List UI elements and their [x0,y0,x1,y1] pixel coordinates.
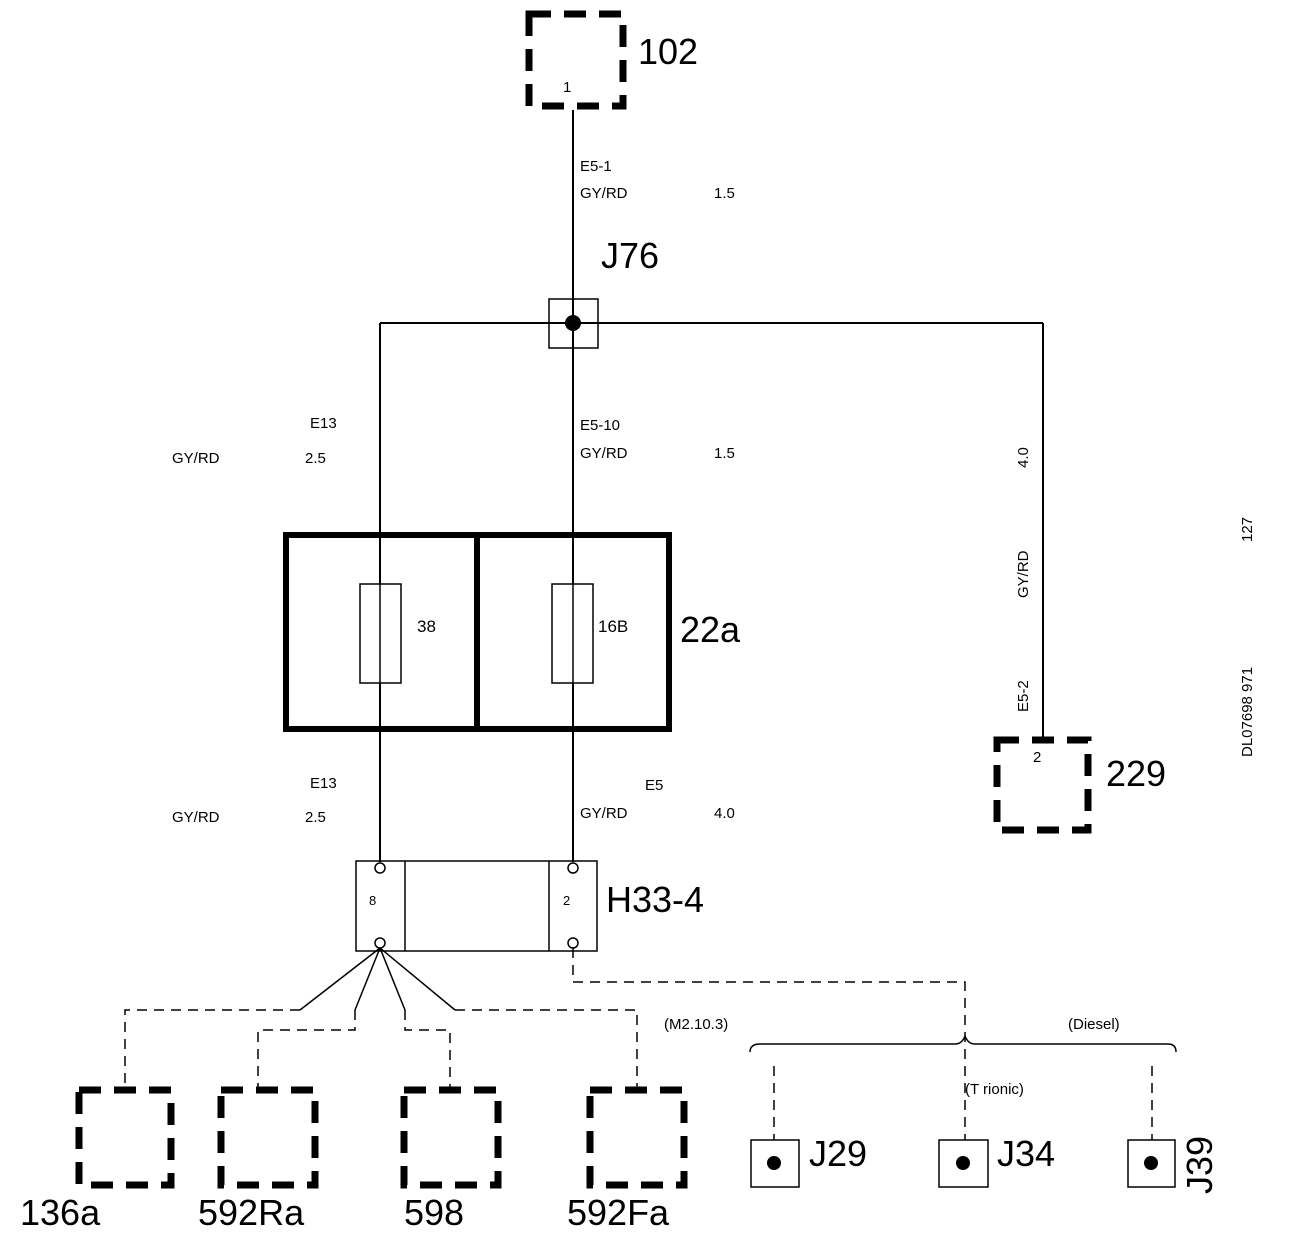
wire-fuse38-h33-color: GY/RD [172,809,220,826]
h33-pin8-bottom-terminal [374,937,386,949]
splice-j29-box [750,1139,800,1188]
connector-102-label: 102 [638,31,698,72]
connector-229-pin: 2 [1033,749,1041,766]
h33-pin2-bottom-terminal [567,937,579,949]
connector-136a: 136a [20,1086,175,1233]
fuse-38-label: 38 [417,617,436,636]
wire-fuse16b-h33-code: E5 [645,777,663,794]
splice-j34-node [956,1156,970,1170]
variant-m2103-label: (M2.10.3) [664,1016,728,1033]
splice-j76-label: J76 [601,235,659,276]
branch-to-592ra [257,1010,356,1090]
wire-j76-fuse38-size: 2.5 [305,450,326,467]
sheet-drawing-ref: DL07698 971 [1239,667,1256,757]
connector-592ra: 592Ra [198,1086,319,1233]
connector-h33-4-label: H33-4 [606,879,704,920]
wire-j76-fuse16b-color: GY/RD [580,445,628,462]
connector-136a-label: 136a [20,1192,101,1233]
h33-pin2-top-terminal [567,862,579,874]
connector-592fa-housing [586,1086,688,1189]
connector-592ra-label: 592Ra [198,1192,305,1233]
sheet-page-number: 127 [1239,517,1256,542]
splice-j76: J76 [548,235,659,349]
wire-j76-fuse38-code: E13 [310,415,337,432]
splice-j29-node [767,1156,781,1170]
splice-j39: J39 [1127,1136,1220,1194]
fusebox-22a-label: 22a [680,609,741,650]
splice-j39-node [1144,1156,1158,1170]
connector-102: 1 102 [525,10,698,110]
wire-fuse38-h33-size: 2.5 [305,809,326,826]
wire-fuse38-h33-code: E13 [310,775,337,792]
variant-diesel-label: (Diesel) [1068,1016,1120,1033]
connector-598-housing [400,1086,502,1189]
wire-102-j76-color: GY/RD [580,185,628,202]
connector-598-label: 598 [404,1192,464,1233]
splice-j34-box [938,1139,989,1188]
fanout-h33-pin8 [124,947,638,1090]
connector-h33-4-housing [355,860,598,952]
connector-h33-4: 8 2 H33-4 [355,860,704,952]
wire-102-j76-size: 1.5 [714,185,735,202]
fusebox-22a: 38 16B 22a [283,532,741,732]
branch-to-592fa [455,1009,638,1090]
connector-102-pin: 1 [563,79,571,96]
connector-229-housing [993,736,1092,834]
connector-229: 2 229 [993,736,1166,834]
h33-pin-2: 2 [563,893,570,908]
connector-592fa: 592Fa [567,1086,688,1233]
connector-598: 598 [400,1086,502,1233]
splice-j29-label: J29 [809,1133,867,1174]
h33-pin8-top-terminal [374,862,386,874]
wire-fuse16b-h33-size: 4.0 [714,805,735,822]
connector-592ra-housing [217,1086,319,1189]
splice-j34: J34 [938,1133,1055,1188]
wire-fuse16b-h33-color: GY/RD [580,805,628,822]
h33-pin-8: 8 [369,893,376,908]
splice-j29: J29 [750,1133,867,1188]
wire-j76-fuse38-color: GY/RD [172,450,220,467]
branch-to-136a [124,1009,300,1090]
wire-j76-229-code: E5-2 [1015,680,1032,712]
splice-j39-box [1127,1139,1176,1188]
connector-229-label: 229 [1106,753,1166,794]
connector-592fa-label: 592Fa [567,1192,670,1233]
splice-j34-label: J34 [997,1133,1055,1174]
connector-102-housing [525,10,627,110]
wire-102-j76-code: E5-1 [580,158,612,175]
wire-j76-229-color: GY/RD [1015,550,1032,598]
wire-j76-229-size: 4.0 [1015,447,1032,468]
variant-brace [749,1033,1177,1053]
variant-trionic-label: (T rionic) [965,1081,1024,1098]
wire-j76-fuse16b-code: E5-10 [580,417,620,434]
fuse-16b-label: 16B [598,617,628,636]
splice-j39-label: J39 [1179,1136,1220,1194]
branch-to-598 [404,1010,451,1090]
wire-j76-fuse16b-size: 1.5 [714,445,735,462]
branch-h33-pin2-to-j34 [572,948,966,1140]
connector-136a-housing [75,1086,175,1189]
